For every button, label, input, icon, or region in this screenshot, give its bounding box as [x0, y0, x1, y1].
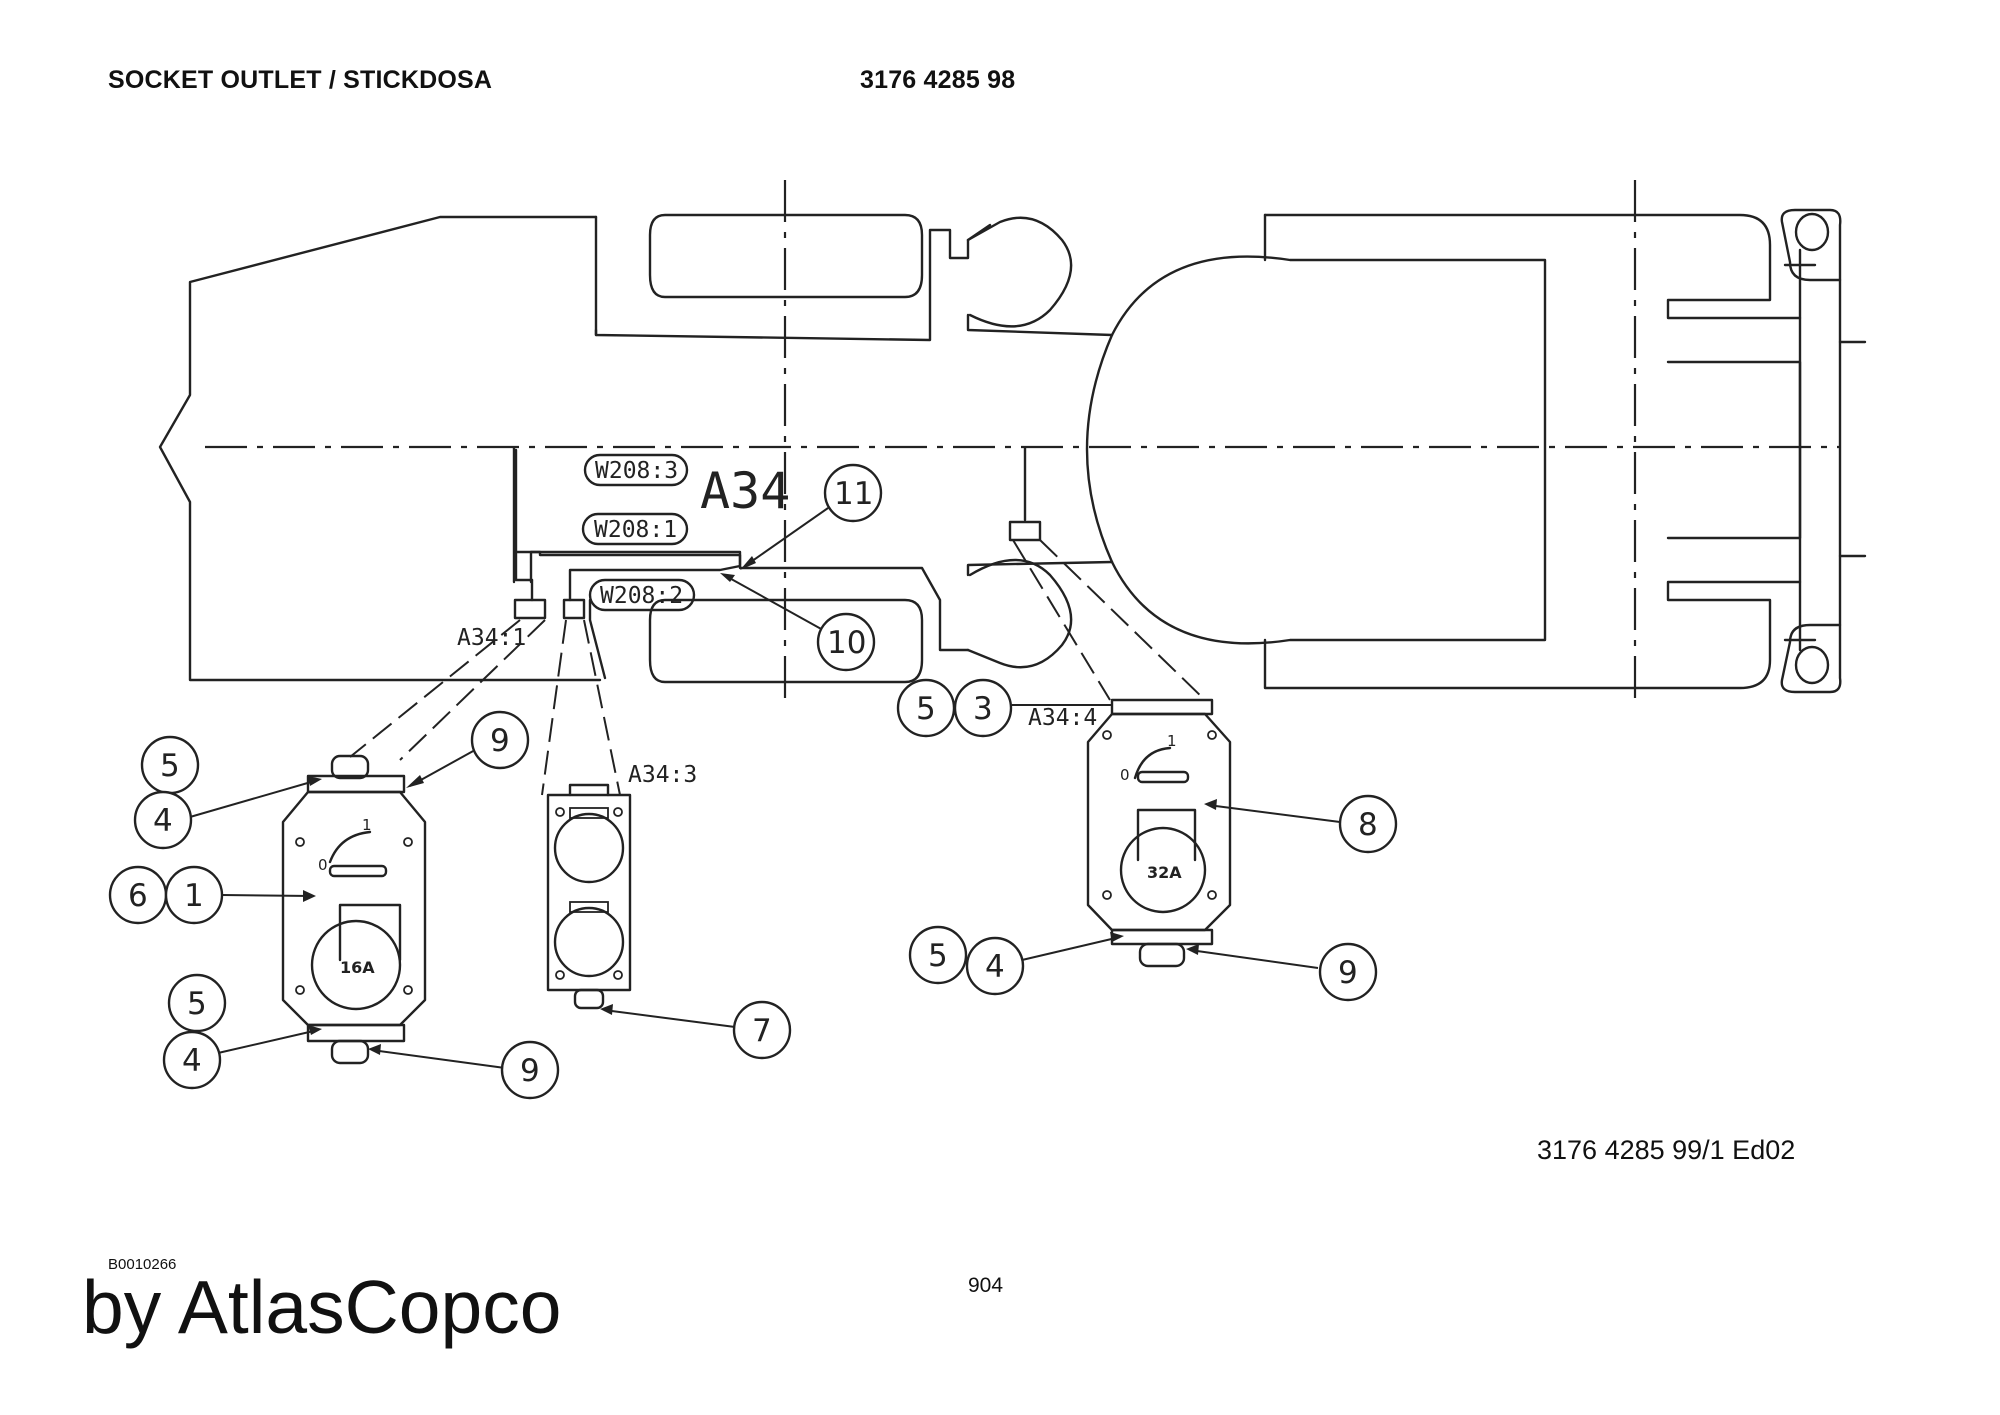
callout-11: 11 [823, 463, 883, 523]
switch-mark-1-right: 1 [1167, 732, 1177, 750]
document-title: SOCKET OUTLET / STICKDOSA [108, 66, 493, 94]
callout-6: 6 [108, 865, 168, 925]
double-socket [546, 783, 632, 1010]
svg-text:11: 11 [834, 476, 873, 512]
svg-text:1: 1 [184, 878, 204, 914]
callout-4-right: 4 [965, 936, 1025, 996]
connector-a34-4 [1008, 520, 1042, 542]
connector-label-a34-4: A34:4 [1028, 705, 1097, 731]
svg-text:5: 5 [916, 691, 936, 727]
wire-tag-w208-1: W208:1 [581, 512, 689, 546]
centre-lines [205, 180, 1840, 705]
socket-outlet-32a: 0 1 32A [1086, 698, 1232, 968]
callout-3: 3 [953, 678, 1013, 738]
svg-text:W208:2: W208:2 [600, 583, 683, 609]
switch-mark-1: 1 [362, 816, 372, 834]
projection-lines [349, 539, 1206, 796]
callout-9: 8 [1338, 794, 1398, 854]
callout-5-top-left: 5 [140, 735, 200, 795]
page-number: 904 [968, 1274, 1004, 1297]
svg-text:W208:3: W208:3 [595, 458, 678, 484]
connector-a34-1 [513, 598, 547, 620]
drawing-code: B0010266 [108, 1256, 177, 1273]
callout-10: 10 [816, 612, 876, 672]
svg-text:7: 7 [752, 1013, 772, 1049]
svg-text:5: 5 [928, 938, 948, 974]
svg-text:10: 10 [827, 625, 866, 661]
switch-mark-0-right: 0 [1120, 766, 1130, 784]
vehicle-outline [158, 208, 1867, 694]
svg-text:3: 3 [973, 691, 993, 727]
svg-text:8: 8 [1358, 807, 1378, 843]
wire-tag-w208-2: W208:2 [588, 578, 696, 612]
leader-lines [189, 507, 1341, 1069]
svg-text:W208:1: W208:1 [594, 517, 677, 543]
callout-4-top-left: 4 [133, 790, 193, 850]
callout-8-top-left: 9 [470, 710, 530, 770]
svg-text:9: 9 [490, 723, 510, 759]
callout-5-right: 5 [908, 925, 968, 985]
callout-7: 7 [732, 1000, 792, 1060]
svg-text:9: 9 [520, 1053, 540, 1089]
connector-label-a34-3: A34:3 [628, 762, 697, 788]
callout-8-bottom-left: 9 [500, 1040, 560, 1100]
svg-text:9: 9 [1338, 955, 1358, 991]
svg-text:5: 5 [187, 986, 207, 1022]
svg-text:6: 6 [128, 878, 148, 914]
callout-5-bottom-left: 5 [167, 973, 227, 1033]
rating-label-32a: 32A [1147, 863, 1182, 882]
rating-label-16a: 16A [340, 958, 375, 977]
callout-1: 1 [164, 865, 224, 925]
wire-tag-w208-3: W208:3 [583, 453, 689, 487]
module-label-a34: A34 [700, 462, 790, 520]
switch-mark-0: 0 [318, 856, 328, 874]
part-number: 3176 4285 98 [860, 66, 1016, 94]
svg-text:5: 5 [160, 748, 180, 784]
svg-text:4: 4 [182, 1043, 202, 1079]
callout-5-right-top: 5 [896, 678, 956, 738]
callout-8-right: 9 [1318, 942, 1378, 1002]
connector-a34-3 [562, 598, 586, 620]
callout-4-bottom-left: 4 [162, 1030, 222, 1090]
svg-text:4: 4 [985, 949, 1005, 985]
brand-watermark: by AtlasCopco [82, 1265, 562, 1349]
connector-label-a34-1: A34:1 [457, 625, 526, 651]
svg-text:4: 4 [153, 803, 173, 839]
socket-outlet-16a: 0 1 16A [281, 754, 427, 1065]
drawing-reference: 3176 4285 99/1 Ed02 [1537, 1135, 1796, 1165]
cabling [512, 446, 1027, 680]
